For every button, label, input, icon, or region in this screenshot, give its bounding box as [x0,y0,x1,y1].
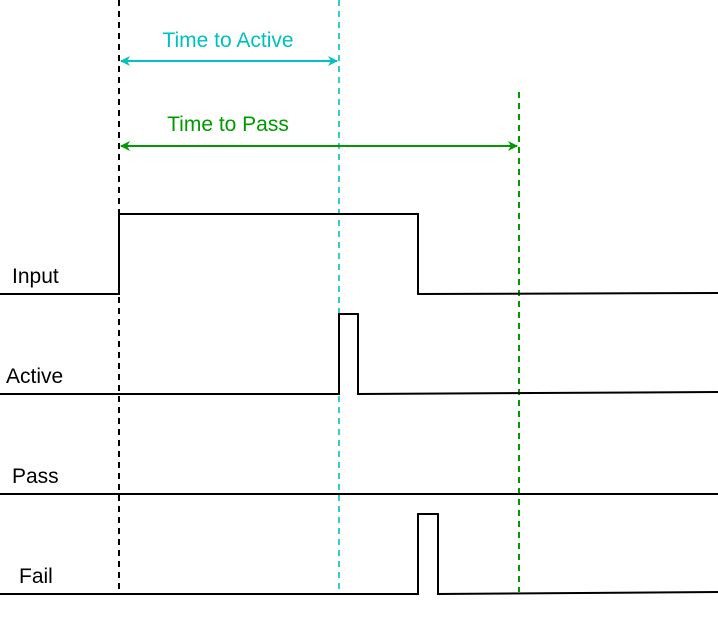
time-to-pass-label: Time to Pass [167,113,289,136]
signal-trace-active [0,313,718,396]
signal-label-fail: Fail [19,565,53,588]
signal-trace-fail [0,513,718,596]
signal-trace-input [0,213,718,296]
signal-label-pass: Pass [12,465,59,488]
time-to-active-label: Time to Active [162,29,293,52]
signal-label-active: Active [6,365,63,388]
signal-label-input: Input [12,265,59,288]
